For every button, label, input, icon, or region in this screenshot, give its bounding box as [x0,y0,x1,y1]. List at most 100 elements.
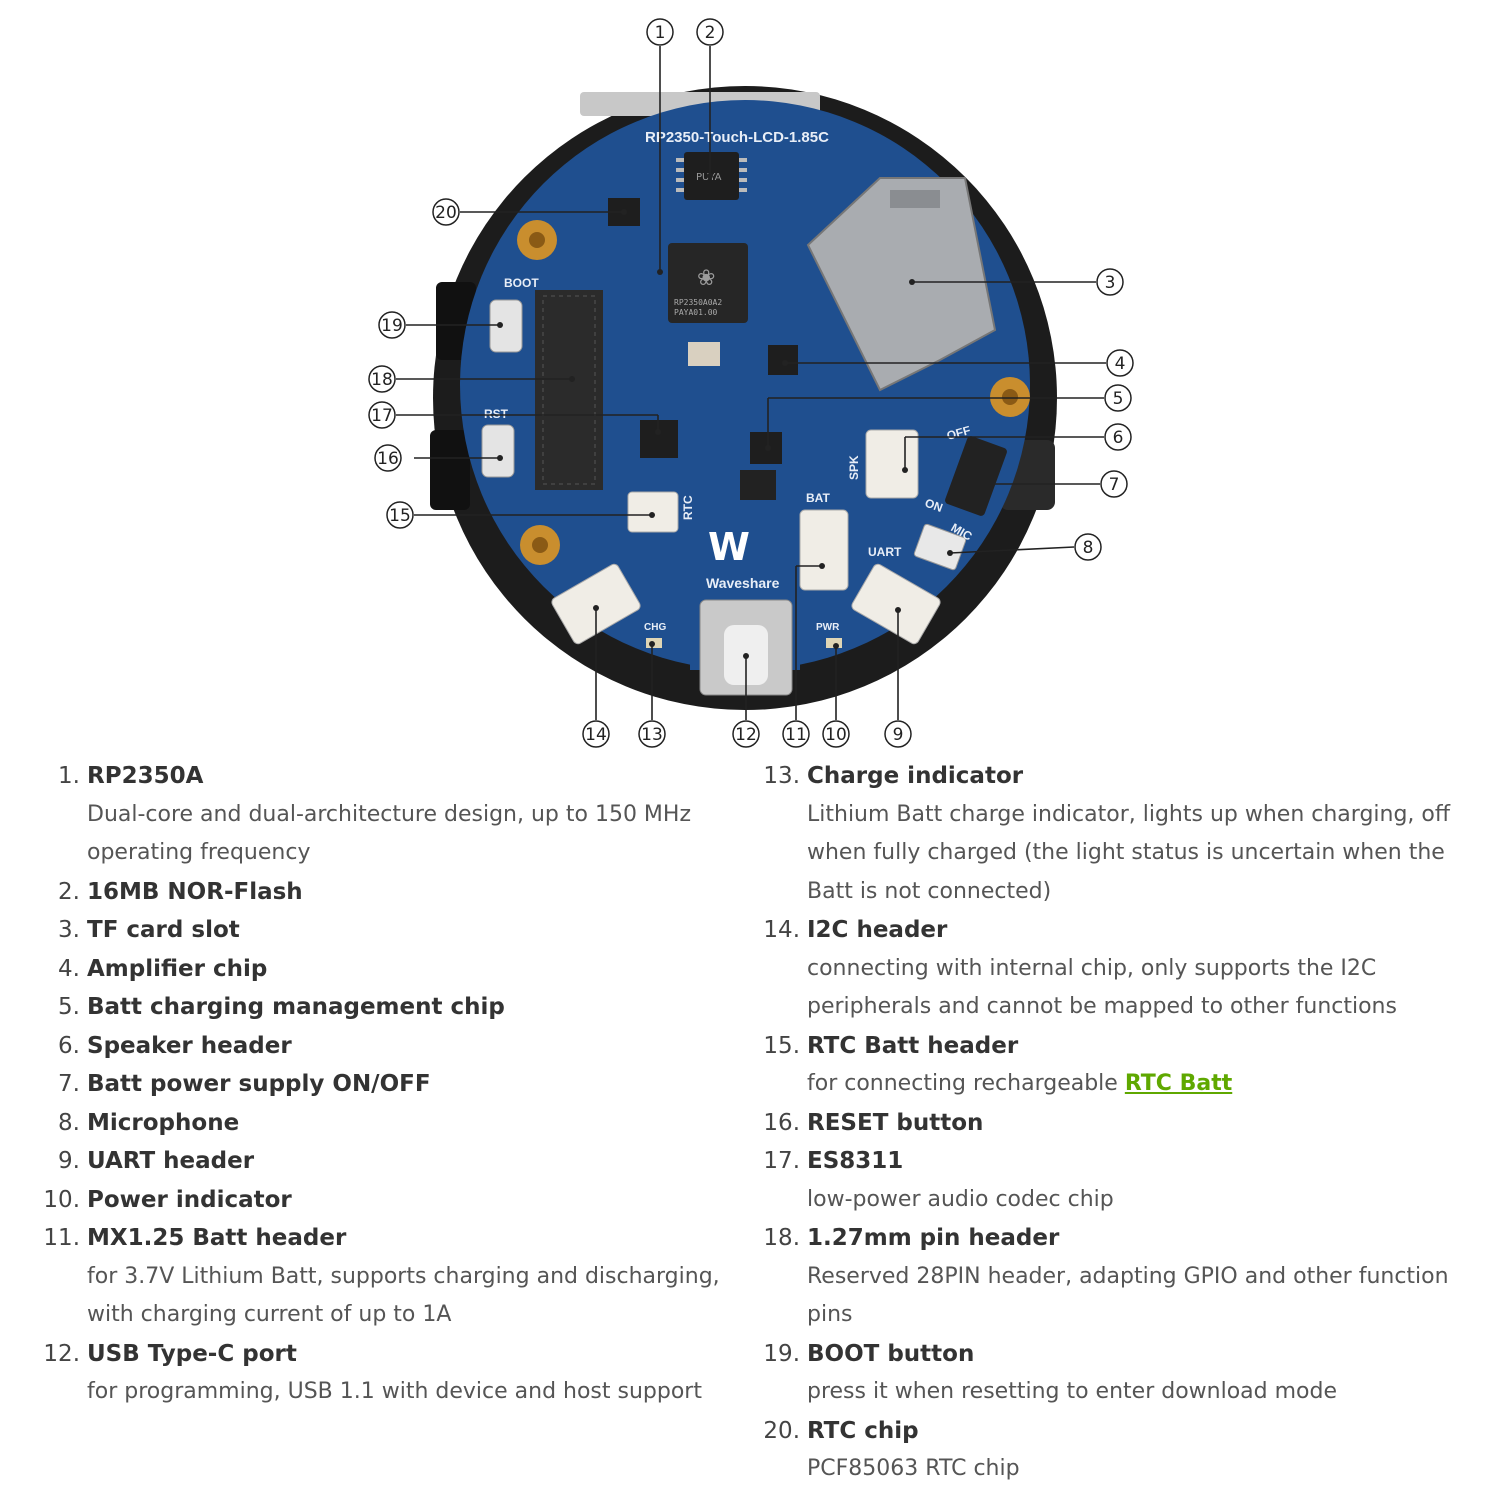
rtc-batt-link[interactable]: RTC Batt [1124,1071,1233,1096]
callout-2: 2 [696,18,724,46]
callout-number: 7 [1109,475,1120,495]
feature-item: 4. Amplifier chip [40,950,740,989]
silk-bat: BAT [806,491,830,505]
feature-item: 2.16MB NOR-Flash [40,873,740,912]
silk-uart: UART [868,545,902,559]
feature-description: press it when resetting to enter downloa… [807,1379,1337,1404]
feature-title: RP2350A [87,763,204,789]
callout-3: 3 [1096,268,1124,296]
board-figure: RP2350-Touch-LCD-1.85C ❀ RP2350A0A2 PAYA… [368,18,1134,748]
callout-number: 9 [893,725,904,745]
feature-title: Speaker header [87,1032,292,1059]
callout-number: 11 [785,725,807,745]
feature-number: 17. [763,1148,800,1174]
callout-number: 6 [1113,428,1124,448]
feature-item: 16.RESET button [760,1104,1480,1143]
leader-dots [497,173,991,659]
callout-number: 12 [735,725,757,745]
rp2350-chip: ❀ RP2350A0A2 PAYA01.00 [668,243,748,323]
inductor-body [740,470,776,500]
callout-18: 18 [368,365,396,393]
feature-item: 7.Batt power supply ON/OFF [40,1065,740,1104]
boot-button[interactable] [489,299,523,353]
silk-brand: Waveshare [706,575,780,591]
board-label: RP2350-Touch-LCD-1.85C [645,129,829,146]
crystal-body [688,342,720,366]
pwr-led [826,638,842,648]
feature-title: USB Type-C port [87,1340,297,1367]
speaker-header[interactable] [865,429,919,499]
callout-9: 9 [884,720,912,748]
callout-13: 13 [638,720,666,748]
callout-14: 14 [582,720,610,748]
uart-header[interactable] [850,562,942,645]
callout-11: 11 [782,720,810,748]
feature-title: I2C header [807,917,948,943]
feature-number: 9. [58,1148,80,1174]
feature-item: 9. UART header [40,1142,740,1181]
feature-title: TF card slot [87,917,240,943]
callout-number: 16 [377,449,399,469]
standoff-bottom-left [520,525,560,565]
callout-number: 20 [435,203,457,223]
feature-number: 8. [58,1109,80,1136]
callout-7: 7 [1100,470,1128,498]
reset-button[interactable] [481,424,515,478]
tf-card-slot [806,177,997,392]
feature-number: 4. [58,955,80,982]
callout-number: 19 [381,316,403,336]
feature-title: UART header [87,1148,255,1174]
feature-description: with charging current of up to 1A [87,1302,452,1327]
callout-6: 6 [1104,423,1132,451]
feature-item: 3. TF card slot [40,911,740,950]
callout-10: 10 [822,720,850,748]
raspberry-pi-logo-icon: ❀ [697,266,715,291]
feature-item: 8. Microphone [40,1104,740,1143]
callout-number: 17 [371,406,393,426]
feature-number: 3. [58,917,80,943]
feature-description: PCF85063 RTC chip [807,1456,1020,1481]
feature-title: Microphone [87,1109,240,1136]
feature-title: RTC Batt header [807,1032,1019,1059]
callout-15: 15 [386,501,414,529]
codec-chip-body [640,420,678,458]
feature-title: Amplifier chip [87,955,268,982]
callout-19: 19 [378,311,406,339]
callout-12: 12 [732,720,760,748]
feature-title: MX1.25 Batt header [87,1225,347,1251]
feature-item: 5.Batt charging management chip [40,988,740,1027]
callout-4: 4 [1106,349,1134,377]
feature-number: 7. [58,1071,80,1097]
feature-title: ES8311 [807,1148,904,1174]
feature-title: Charge indicator [807,763,1024,789]
callout-20: 20 [432,198,460,226]
rtc-batt-header[interactable] [627,491,679,533]
feature-description: Batt is not connected) [807,878,1052,904]
feature-item: 10.Power indicator [40,1181,740,1220]
feature-title: Batt charging management chip [87,994,505,1020]
feature-item: 15. RTC Batt header for connecting recharg… [760,1027,1480,1104]
standoff-right [990,377,1030,417]
power-switch[interactable] [944,435,1008,517]
feature-number: 16. [763,1109,800,1136]
feature-description: for connecting rechargeable RTC Batt [807,1065,1480,1104]
mcu-marking-2: PAYA01.00 [674,308,718,317]
callout-number: 4 [1115,354,1126,374]
batt-header[interactable] [799,509,849,591]
microphone [913,523,967,571]
callout-8: 8 [1074,533,1102,561]
feature-number: 20. [763,1417,800,1444]
feature-description: Lithium Batt charge indicator, lights up… [807,801,1451,827]
feature-number: 15. [763,1032,800,1059]
i2c-header[interactable] [550,562,642,645]
